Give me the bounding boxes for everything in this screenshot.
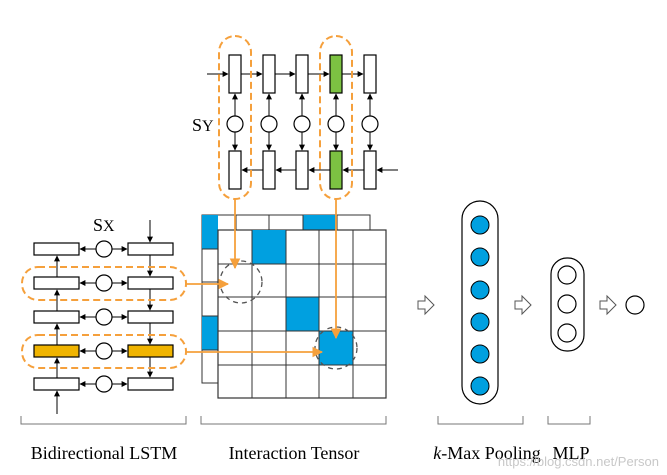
sx-label: SX — [93, 215, 115, 235]
sx-right-cell-highlight — [127, 344, 174, 358]
watermark-text: https://blog.csdn.net/Person — [498, 454, 659, 469]
mlp-node — [557, 265, 577, 285]
output-node — [625, 295, 645, 315]
sx-left-cell — [33, 377, 80, 391]
sx-right-cell — [127, 242, 174, 256]
interaction-arrows — [186, 199, 342, 358]
sy-input-node — [327, 115, 345, 133]
flow-arrow-icon — [514, 294, 532, 316]
sx-input-node — [95, 240, 113, 258]
sx-input-node — [95, 342, 113, 360]
tensor-highlight-cell — [252, 230, 286, 264]
label-bilstm: Bidirectional LSTM — [31, 443, 177, 463]
sy-forward-cell — [262, 54, 276, 94]
sx-left-cell — [33, 310, 80, 324]
sx-input-nodes — [95, 240, 113, 393]
interaction-tensor — [201, 214, 387, 399]
sy-input-node — [226, 115, 244, 133]
tensor-front-layer — [217, 229, 387, 399]
sy-forward-cell — [295, 54, 309, 94]
mlp-node — [557, 294, 577, 314]
bracket-tensor — [200, 416, 387, 425]
bracket-kmax — [437, 416, 524, 425]
sx-left-cells — [33, 242, 80, 391]
mlp-block — [550, 257, 585, 352]
sx-lstm: SX — [21, 215, 187, 414]
sy-forward-cell-highlight — [329, 54, 343, 94]
kmax-node — [470, 280, 490, 300]
sy-lstm: SY — [192, 35, 398, 200]
tensor-highlight-cell — [286, 297, 319, 331]
bracket-bilstm — [20, 416, 187, 425]
kmax-node — [470, 312, 490, 332]
sx-input-node — [95, 308, 113, 326]
sx-right-cell — [127, 377, 174, 391]
sx-right-cell — [127, 276, 174, 290]
sx-input-node — [95, 375, 113, 393]
bracket-mlp — [547, 416, 591, 425]
sx-left-cell — [33, 276, 80, 290]
kmax-pooling-block — [461, 200, 499, 405]
sy-backward-cell — [363, 150, 377, 190]
label-mlp: MLP — [552, 443, 589, 463]
label-kmax: k-Max Pooling — [433, 443, 541, 463]
sy-backward-cell-highlight — [329, 150, 343, 190]
sy-forward-cell — [363, 54, 377, 94]
sy-label: SY — [192, 115, 214, 135]
sx-left-cell-highlight — [33, 344, 80, 358]
sx-right-cells — [127, 242, 174, 391]
label-tensor: Interaction Tensor — [229, 443, 360, 463]
flow-arrow-icon — [417, 294, 435, 316]
sx-right-cell — [127, 310, 174, 324]
kmax-node — [470, 215, 490, 235]
flow-arrows — [417, 294, 617, 316]
sx-left-cell — [33, 242, 80, 256]
flow-arrow-icon — [599, 294, 617, 316]
kmax-node — [470, 344, 490, 364]
sy-backward-cell — [295, 150, 309, 190]
kmax-node — [470, 247, 490, 267]
sy-backward-cell — [228, 150, 242, 190]
sy-input-node — [260, 115, 278, 133]
sy-backward-cell — [262, 150, 276, 190]
sx-input-node — [95, 274, 113, 292]
sx-horizontal-arrows — [79, 246, 128, 387]
kmax-node — [470, 376, 490, 396]
sy-input-node — [293, 115, 311, 133]
sy-input-nodes — [226, 115, 379, 133]
sy-input-node — [361, 115, 379, 133]
sy-vertical-arrows — [232, 93, 373, 151]
mlp-node — [557, 323, 577, 343]
sy-forward-cell — [228, 54, 242, 94]
section-brackets — [20, 416, 591, 425]
